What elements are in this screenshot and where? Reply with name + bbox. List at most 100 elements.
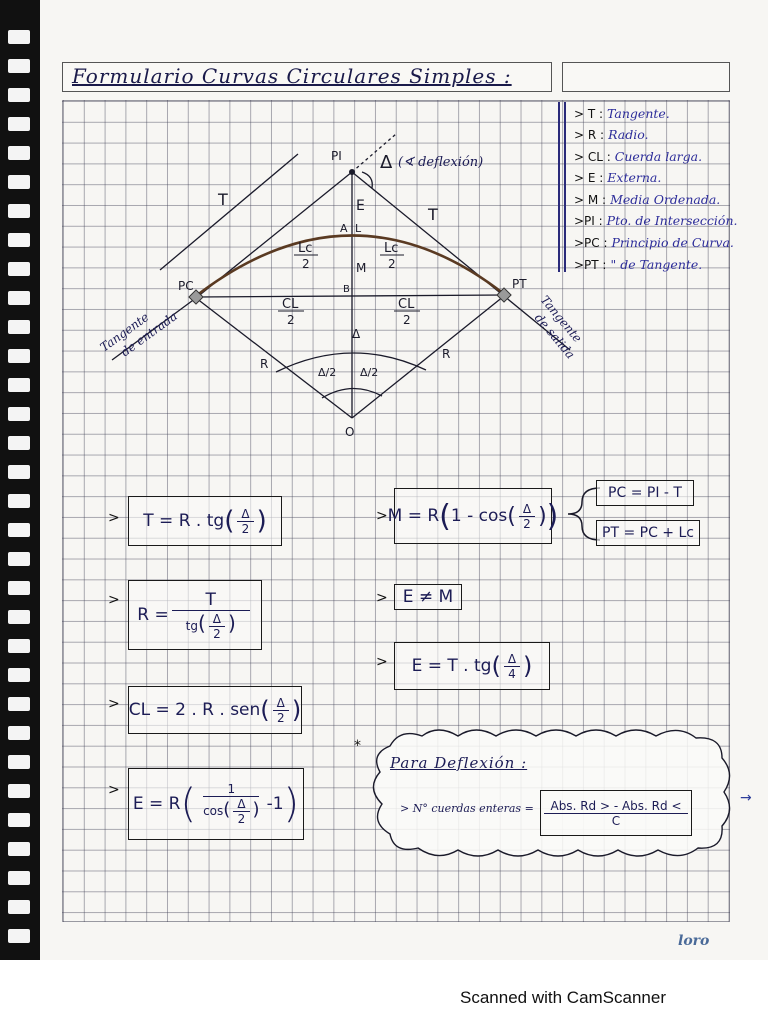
cl-left-denominator: 2 [287,313,295,327]
legend-symbol: >PT : [574,258,607,272]
formula-middle-ordinate-mid: 1 - cos [450,506,508,526]
fraction-numerator: Δ [518,502,536,517]
long-chord-line [195,294,505,298]
legend-description: Pto. de Intersección. [606,213,738,228]
legend-row: > M : Media Ordenada. [574,192,720,207]
binding-hole [8,30,30,44]
binding-hole [8,581,30,595]
page-title: Formulario Curvas Circulares Simples : [72,64,512,88]
fraction-numerator: Δ [237,507,254,522]
legend-description: Media Ordenada. [610,192,721,207]
legend-row: >PI : Pto. de Intersección. [574,213,737,228]
o-label: O [345,425,354,439]
formula-middle-ordinate-lhs: M = R [387,506,440,526]
legend-row: > R : Radio. [574,127,649,142]
bullet-arrow: > [376,590,388,606]
t-dimension-line [159,153,299,271]
legend-symbol: > R : [574,128,605,142]
legend-symbol: > T : [574,107,604,121]
deflection-symbol: Δ [380,152,393,173]
deflection-label: > N° cuerdas enteras = [400,802,534,815]
fraction-denominator: 2 [241,521,250,536]
fraction-denominator: 4 [508,666,516,681]
cl-right-denominator: 2 [403,313,411,327]
formula-external-lhs: E = R [132,794,181,814]
binding-hole [8,349,30,363]
binding-hole [8,784,30,798]
binding-hole [8,552,30,566]
formula-tangent-lhs: T = R . tg [143,511,225,531]
legend-row: >PT : " de Tangente. [574,257,702,272]
r-label-left: R [260,357,268,371]
star-mark: * [354,738,361,754]
radius-line-right [351,295,505,419]
lc-right-numerator: Lc [384,241,398,256]
title-box [62,62,552,92]
binding-hole [8,842,30,856]
fraction-denominator: 2 [213,626,221,641]
legend-symbol: > E : [574,171,604,185]
binding-hole [8,697,30,711]
e-label: E [356,198,365,214]
continue-arrow-icon: → [740,790,752,806]
tg-prefix: tg [185,618,198,633]
formula-pt: PT = PC + Lc [596,520,700,546]
legend-description: Externa. [607,170,662,185]
binding-hole [8,639,30,653]
bullet-arrow: > [108,510,120,526]
legend-description: " de Tangente. [610,257,703,272]
l-label: L [355,222,362,235]
fraction-numerator: 1 [203,782,260,797]
pi-point [349,169,355,175]
b-label: B [343,284,350,295]
exit-tangent-line [503,295,571,351]
binding-hole [8,146,30,160]
bullet-arrow: > [376,654,388,670]
deflection-extension-line [351,133,397,173]
pc-label: PC [178,279,194,293]
formula-external-tail: -1 [266,794,284,814]
binding-hole [8,407,30,421]
cl-right-numerator: CL [398,297,415,312]
fraction-denominator: 2 [523,516,531,531]
legend-row: >PC : Principio de Curva. [574,235,734,250]
formula-pc: PC = PI - T [596,480,694,506]
fraction-numerator: Δ [208,612,225,627]
binding-hole [8,726,30,740]
binding-hole [8,755,30,769]
r-label-right: R [442,347,450,361]
binding-hole [8,378,30,392]
curve-diagram: PI PC PT O T T Δ (∢ deflexión) E A L M B… [98,133,585,439]
legend-row: > E : Externa. [574,170,661,185]
deflection-formula: Abs. Rd > - Abs. Rd < C [540,790,692,836]
binding-hole [8,117,30,131]
cos-prefix: cos [203,804,224,818]
fraction-numerator: Δ [272,696,289,711]
binding-hole [8,929,30,943]
center-angle-arc [275,352,427,373]
deflection-denominator: C [611,813,621,828]
binding-hole [8,233,30,247]
formula-external-alt-lhs: E = T . tg [411,656,492,676]
m-label: M [356,261,366,275]
pc-marker [188,289,204,305]
binding-hole [8,59,30,73]
binding-hole [8,465,30,479]
bullet-arrow: > [108,782,120,798]
half-angle-right-label: Δ/2 [360,366,378,379]
binding-hole [8,88,30,102]
deflection-arc [361,171,373,189]
legend-symbol: > CL : [574,150,611,164]
